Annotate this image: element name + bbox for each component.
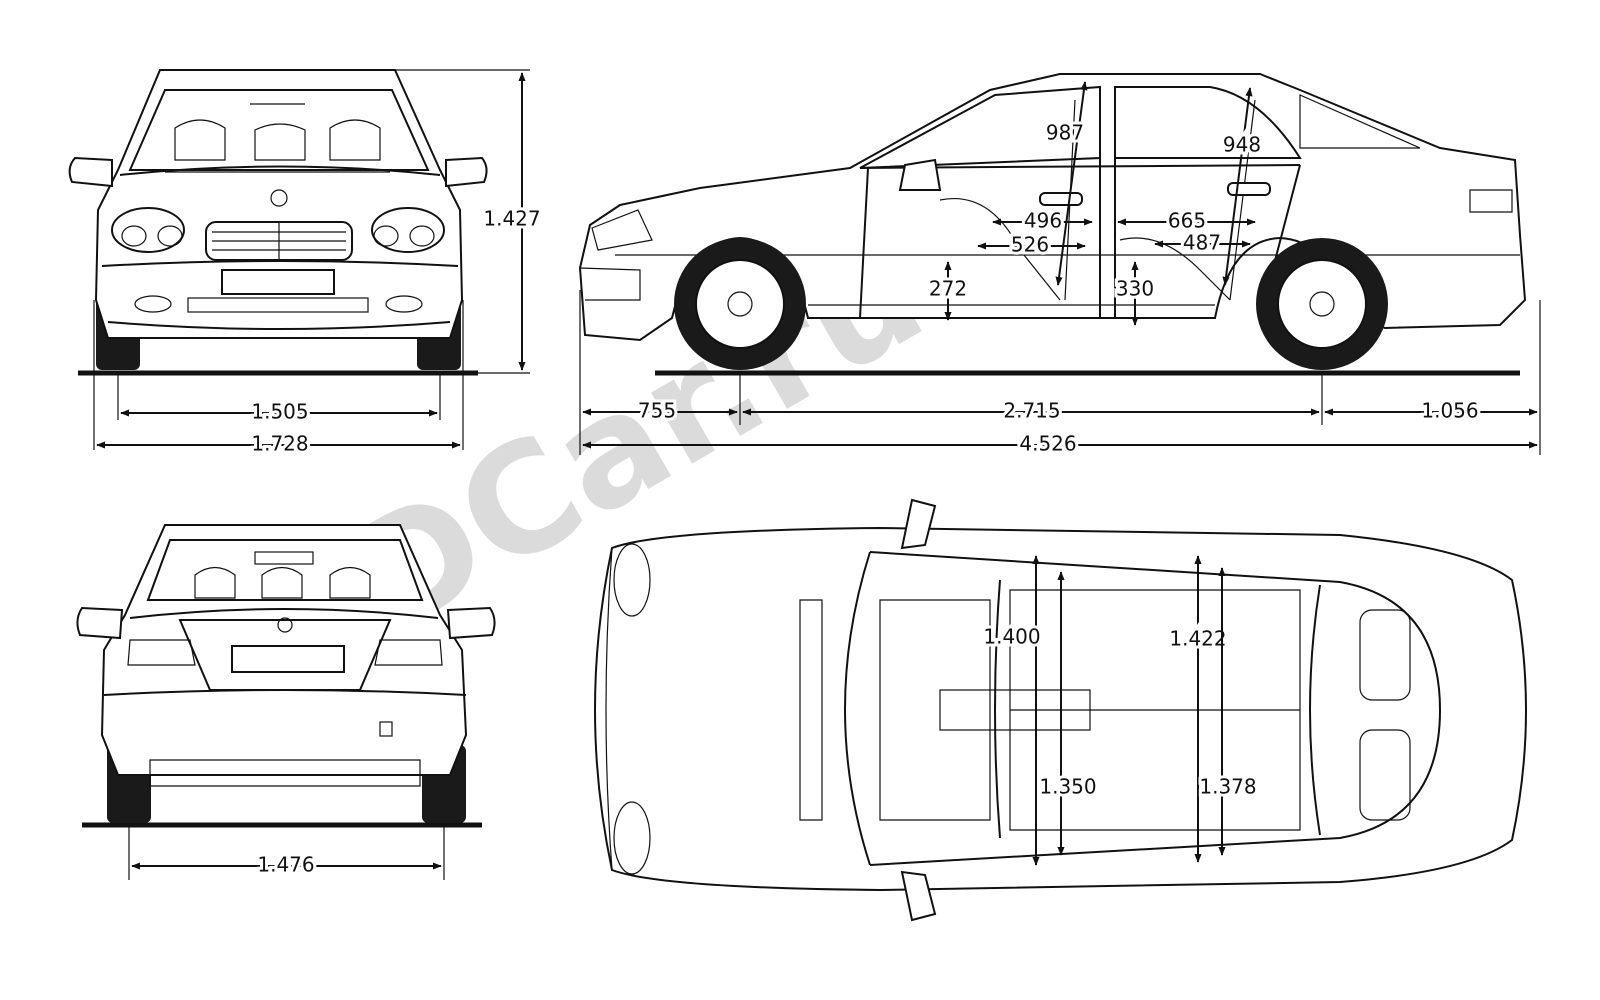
side-view: 987 948 496 526 665 487 272 330 755 2.71…	[578, 73, 1541, 459]
dim-rear-headroom: 948	[1223, 133, 1261, 157]
dim-front-overhang: 755	[638, 399, 676, 423]
dim-rear-hip-width: 1.378	[1199, 775, 1256, 799]
dim-front-legroom-b: 526	[1011, 233, 1049, 257]
rear-view: 1.476	[76, 524, 496, 880]
dim-front-shoulder-width: 1.400	[983, 625, 1040, 649]
dim-front-height: 1.427	[483, 207, 540, 231]
dim-front-legroom-a: 496	[1024, 209, 1062, 233]
dim-rear-shoulder-width: 1.422	[1169, 627, 1226, 651]
dim-front-track: 1.505	[251, 400, 308, 424]
dim-rear-legroom-a: 665	[1168, 209, 1206, 233]
dim-rear-track: 1.476	[257, 853, 314, 877]
top-view: 1.400 1.350 1.422 1.378	[594, 498, 1527, 922]
dim-wheelbase: 2.715	[1003, 399, 1060, 423]
dim-front-hip-width: 1.350	[1039, 775, 1096, 799]
dim-front-headroom: 987	[1046, 121, 1084, 145]
dim-rear-legroom-b: 487	[1183, 231, 1221, 255]
dim-rear-seat-height: 330	[1116, 277, 1154, 301]
dim-front-width: 1.728	[251, 432, 308, 456]
dim-overall-length: 4.526	[1019, 432, 1076, 456]
dim-front-seat-height: 272	[929, 277, 967, 301]
dim-rear-overhang: 1.056	[1421, 399, 1478, 423]
front-view: 1.427 1.505 1.728	[68, 69, 544, 459]
